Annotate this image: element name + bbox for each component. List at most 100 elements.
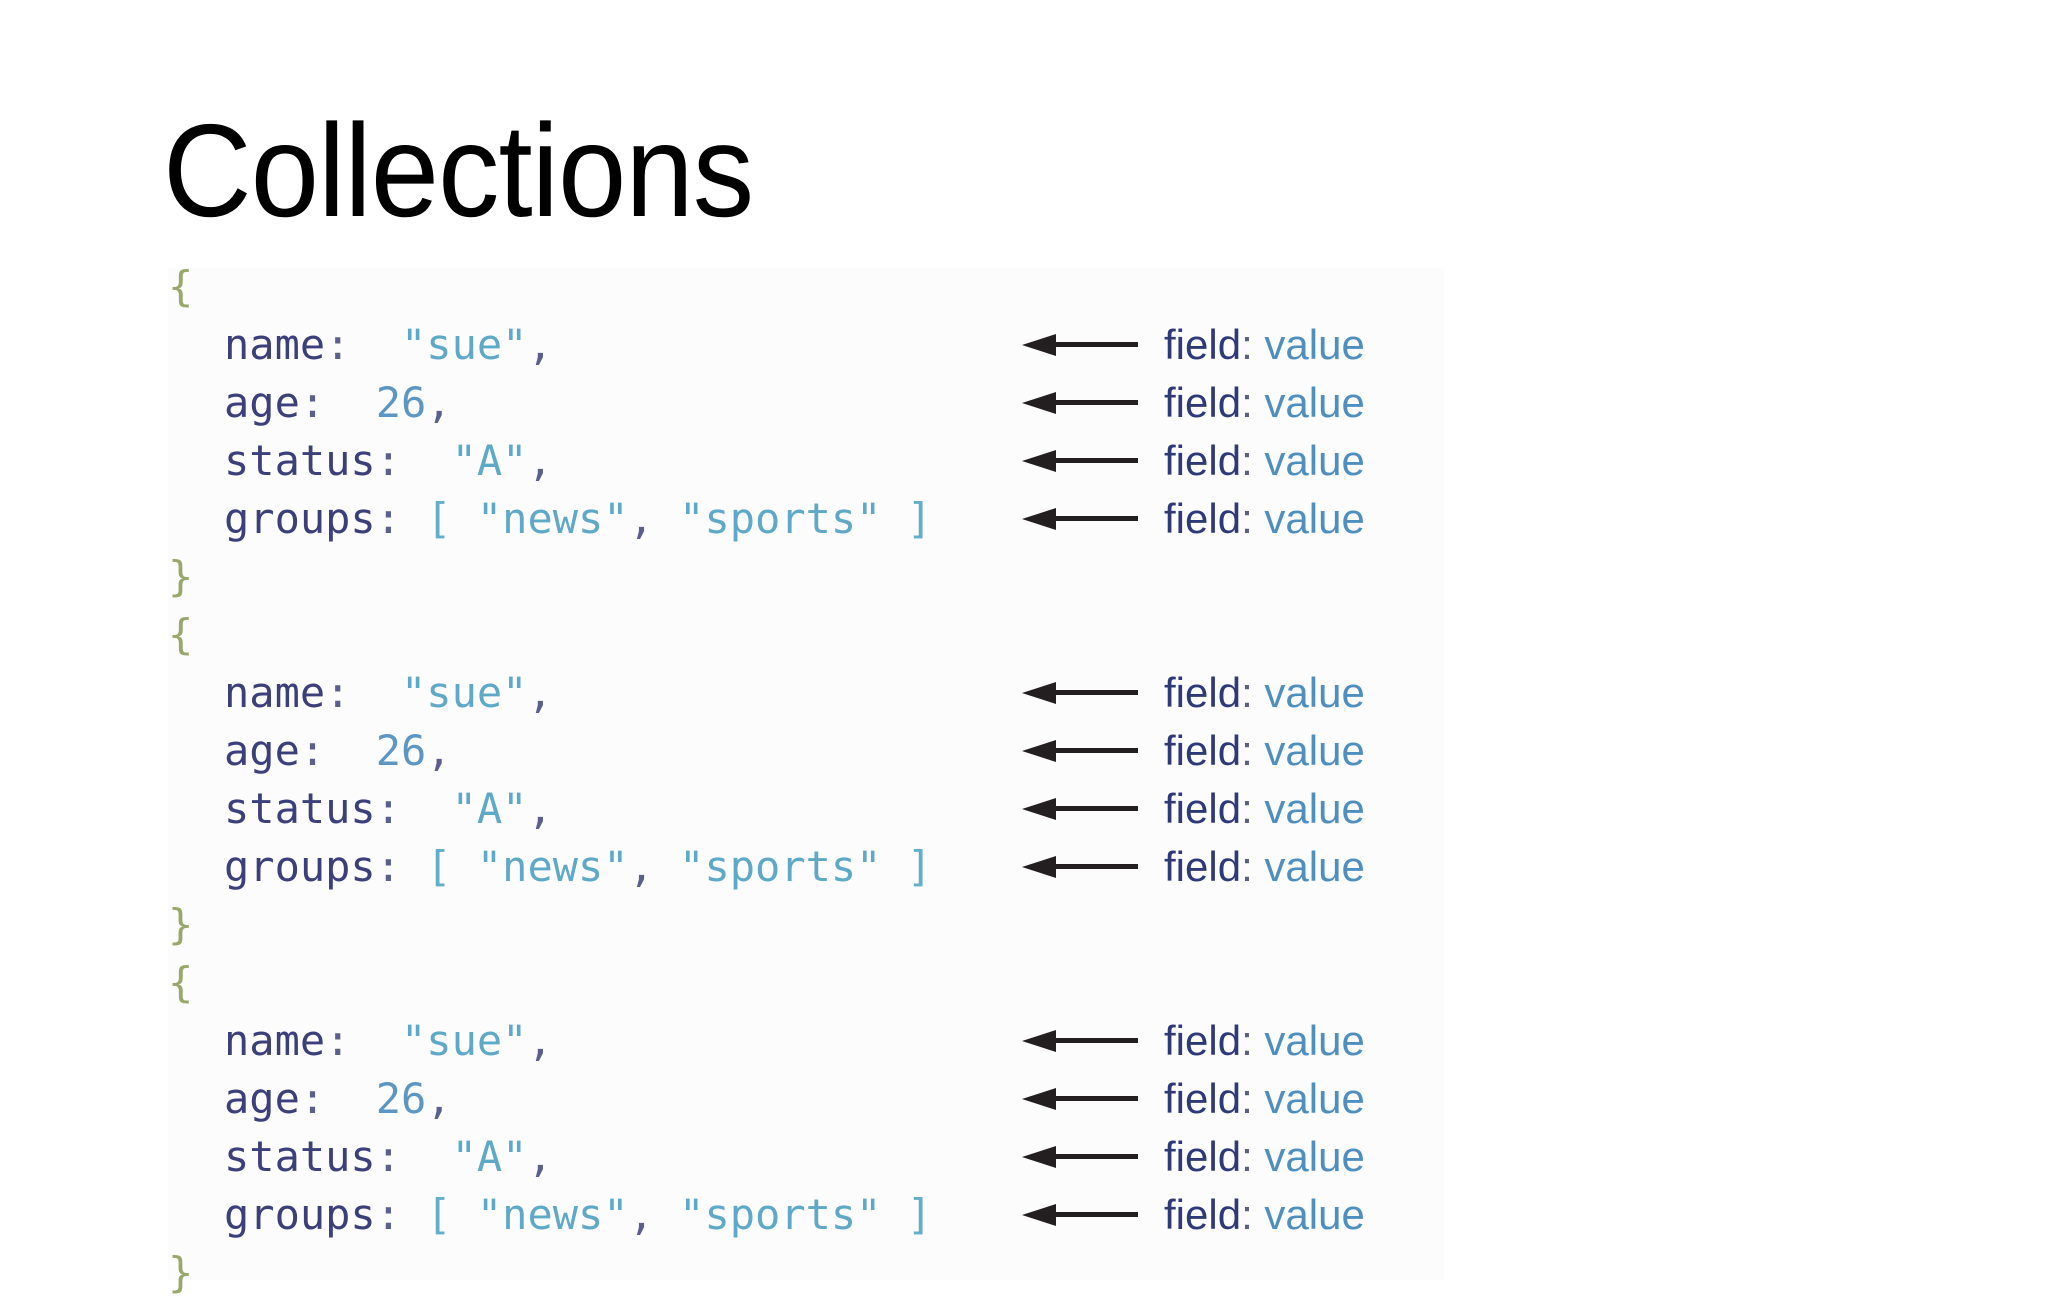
arrow-left-icon <box>1022 1088 1138 1110</box>
array-separator: , <box>628 842 680 891</box>
annotation-colon: : <box>1241 1075 1265 1122</box>
code-line-field-groups: groups: [ "news", "sports" ] <box>168 490 1168 548</box>
annotation-value-label: value <box>1264 379 1365 426</box>
json-key-groups: groups <box>224 1190 376 1239</box>
array-item-0: "news" <box>476 494 629 543</box>
annotation-field-label: field <box>1164 1133 1242 1180</box>
json-value-name: "sue" <box>375 320 528 369</box>
json-trailing-comma: , <box>527 1016 553 1065</box>
json-key-age: age <box>224 726 300 775</box>
code-line-open-brace: { <box>168 954 1168 1012</box>
json-colon: : <box>375 436 427 485</box>
json-colon: : <box>375 1190 427 1239</box>
annotation-field-label: field <box>1164 437 1242 484</box>
code-line-close-brace: } <box>168 1244 1168 1302</box>
json-colon: : <box>325 320 376 369</box>
json-value-age: 26 <box>350 378 427 427</box>
annotation-colon: : <box>1241 1191 1265 1238</box>
annotation-value-label: value <box>1264 1191 1365 1238</box>
annotation-label: field: value <box>1164 788 1365 830</box>
annotation-value-label: value <box>1264 437 1365 484</box>
close-brace: } <box>168 552 194 601</box>
annotation-label: field: value <box>1164 440 1365 482</box>
code-line-field-groups: groups: [ "news", "sports" ] <box>168 1186 1168 1244</box>
annotation-label: field: value <box>1164 324 1365 366</box>
array-open-bracket: [ <box>426 842 477 891</box>
json-key-name: name <box>224 668 326 717</box>
json-colon: : <box>375 494 427 543</box>
array-close-bracket: ] <box>881 842 933 891</box>
json-value-name: "sue" <box>375 1016 528 1065</box>
close-brace: } <box>168 900 194 949</box>
json-trailing-comma: , <box>527 784 553 833</box>
array-item-0: "news" <box>476 842 629 891</box>
annotation-field-label: field <box>1164 785 1242 832</box>
annotation-colon: : <box>1241 437 1265 484</box>
annotation-field-label: field <box>1164 669 1242 716</box>
json-colon: : <box>299 378 351 427</box>
annotation-value-label: value <box>1264 1133 1365 1180</box>
arrow-left-icon <box>1022 392 1138 414</box>
json-colon: : <box>375 842 427 891</box>
json-value-status: "A" <box>426 1132 528 1181</box>
annotation-colon: : <box>1241 1017 1265 1064</box>
json-value-name: "sue" <box>375 668 528 717</box>
annotation-colon: : <box>1241 843 1265 890</box>
code-line-field-status: status: "A", <box>168 432 1168 490</box>
annotation-row: field: value <box>1022 1186 1365 1244</box>
array-close-bracket: ] <box>881 494 933 543</box>
json-colon: : <box>325 668 376 717</box>
json-value-age: 26 <box>350 726 427 775</box>
annotation-colon: : <box>1241 495 1265 542</box>
arrow-left-icon <box>1022 1030 1138 1052</box>
json-key-status: status <box>224 1132 376 1181</box>
annotation-field-label: field <box>1164 843 1242 890</box>
json-colon: : <box>325 1016 376 1065</box>
code-line-field-status: status: "A", <box>168 1128 1168 1186</box>
annotation-colon: : <box>1241 727 1265 774</box>
code-line-field-age: age: 26, <box>168 1070 1168 1128</box>
json-value-status: "A" <box>426 784 528 833</box>
annotation-field-label: field <box>1164 321 1242 368</box>
arrow-left-icon <box>1022 1146 1138 1168</box>
json-key-age: age <box>224 378 300 427</box>
annotation-value-label: value <box>1264 1075 1365 1122</box>
json-key-groups: groups <box>224 842 376 891</box>
json-key-age: age <box>224 1074 300 1123</box>
json-trailing-comma: , <box>527 1132 553 1181</box>
json-key-status: status <box>224 784 376 833</box>
annotation-value-label: value <box>1264 669 1365 716</box>
close-brace: } <box>168 1248 194 1297</box>
annotation-value-label: value <box>1264 727 1365 774</box>
annotation-value-label: value <box>1264 1017 1365 1064</box>
annotation-value-label: value <box>1264 785 1365 832</box>
annotation-label: field: value <box>1164 846 1365 888</box>
annotation-label: field: value <box>1164 1078 1365 1120</box>
array-separator: , <box>628 494 680 543</box>
arrow-left-icon <box>1022 856 1138 878</box>
array-separator: , <box>628 1190 680 1239</box>
annotation-field-label: field <box>1164 495 1242 542</box>
code-line-field-status: status: "A", <box>168 780 1168 838</box>
annotation-colon: : <box>1241 1133 1265 1180</box>
json-trailing-comma: , <box>527 668 553 717</box>
annotation-row: field: value <box>1022 1128 1365 1186</box>
array-open-bracket: [ <box>426 1190 477 1239</box>
annotation-label: field: value <box>1164 730 1365 772</box>
annotation-row: field: value <box>1022 316 1365 374</box>
arrow-left-icon <box>1022 334 1138 356</box>
code-line-field-age: age: 26, <box>168 722 1168 780</box>
annotation-label: field: value <box>1164 498 1365 540</box>
open-brace: { <box>168 958 194 1007</box>
annotation-row: field: value <box>1022 1070 1365 1128</box>
open-brace: { <box>168 610 194 659</box>
json-key-groups: groups <box>224 494 376 543</box>
annotation-colon: : <box>1241 785 1265 832</box>
annotation-field-label: field <box>1164 379 1242 426</box>
arrow-left-icon <box>1022 740 1138 762</box>
annotation-row: field: value <box>1022 780 1365 838</box>
annotation-field-label: field <box>1164 1191 1242 1238</box>
json-colon: : <box>375 1132 427 1181</box>
json-colon: : <box>299 726 351 775</box>
json-trailing-comma: , <box>527 436 553 485</box>
